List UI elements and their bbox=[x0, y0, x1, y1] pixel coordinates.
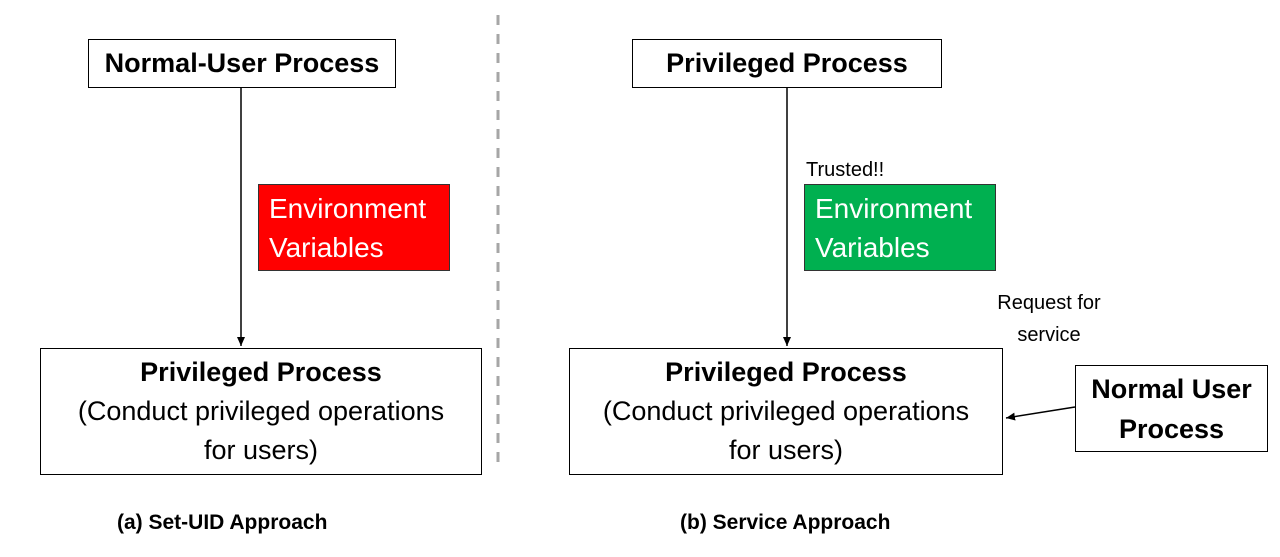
right-privileged-process-line3: for users) bbox=[728, 435, 844, 465]
normal-user-process-line1: Normal User bbox=[1091, 373, 1252, 404]
left-privileged-process-line3: for users) bbox=[203, 435, 319, 465]
left-env-line1: Environment bbox=[269, 192, 427, 224]
request-for-service-label: Request for service bbox=[982, 287, 1116, 351]
request-arrow bbox=[1005, 406, 1076, 421]
left-normal-user-process-box: Normal-User Process bbox=[88, 39, 396, 88]
trusted-label: Trusted!! bbox=[806, 159, 885, 181]
left-privileged-process-line2: (Conduct privileged operations bbox=[77, 396, 445, 426]
left-normal-user-process-label: Normal-User Process bbox=[104, 48, 380, 78]
right-privileged-process-top-box: Privileged Process bbox=[632, 39, 942, 88]
left-caption: (a) Set-UID Approach bbox=[117, 511, 328, 534]
request-line1: Request for bbox=[997, 292, 1101, 314]
right-env-line1: Environment bbox=[815, 192, 973, 224]
right-privileged-process-top-label: Privileged Process bbox=[666, 48, 908, 78]
left-privileged-process-title: Privileged Process bbox=[140, 357, 382, 387]
request-line2: service bbox=[1017, 324, 1081, 346]
left-privileged-process-box: Privileged Process (Conduct privileged o… bbox=[40, 348, 482, 475]
right-env-line2: Variables bbox=[815, 231, 930, 263]
right-environment-variables-box: Environment Variables bbox=[804, 184, 996, 271]
right-privileged-process-line2: (Conduct privileged operations bbox=[602, 396, 970, 426]
right-privileged-process-title: Privileged Process bbox=[665, 357, 907, 387]
left-env-line2: Variables bbox=[269, 231, 384, 263]
normal-user-process-box: Normal User Process bbox=[1075, 365, 1268, 452]
normal-user-process-line2: Process bbox=[1118, 413, 1225, 444]
left-environment-variables-box: Environment Variables bbox=[258, 184, 450, 271]
right-caption: (b) Service Approach bbox=[680, 511, 891, 534]
right-privileged-process-box: Privileged Process (Conduct privileged o… bbox=[569, 348, 1003, 475]
